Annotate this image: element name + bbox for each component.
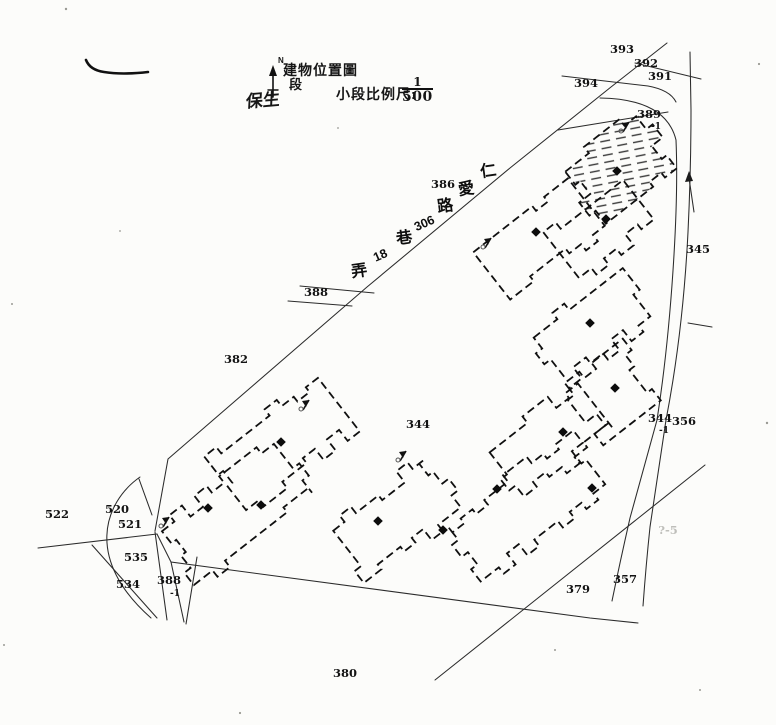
building-center-diamond-icon	[612, 166, 622, 176]
building-outline-10	[160, 442, 313, 587]
corner-check-stroke	[84, 58, 150, 75]
lot-389-line	[557, 111, 669, 131]
survey-flag-icon	[158, 516, 170, 529]
lot-534-divider	[91, 544, 158, 619]
parcel-label-389-4: 389	[637, 107, 661, 121]
parcel-label-391-2: 391	[648, 69, 672, 83]
sliver-west	[170, 561, 185, 623]
parcel-label-393-0: 393	[610, 42, 634, 56]
building-center-diamond-icon	[558, 427, 568, 437]
building-outline-7	[448, 429, 607, 583]
parcel-label-522-14: 522	[45, 507, 69, 521]
left-horizontal	[37, 533, 158, 549]
parcel-label-388-8: 388	[304, 285, 328, 299]
street-name-char-5: 18	[371, 246, 389, 264]
street-name-char-2: 路	[436, 195, 455, 216]
parcel-label-379-22: 379	[566, 582, 590, 596]
street-name-char-0: 仁	[479, 160, 498, 181]
parcel-label-535-17: 535	[124, 550, 148, 564]
scale-numerator: 1	[402, 76, 433, 90]
buildings-layer	[160, 115, 679, 587]
street-name-char-3: 306	[412, 213, 437, 234]
building-center-diamond-icon	[276, 437, 286, 447]
building-center-diamond-icon	[587, 483, 597, 493]
sliver-east	[185, 556, 198, 625]
building-center-diamond-icon	[531, 227, 541, 237]
building-center-diamond-icon	[373, 516, 383, 526]
scan-noise	[3, 7, 769, 715]
building-outline-2	[541, 178, 656, 280]
building-center-diamond-icon	[601, 214, 611, 224]
parcel-label-520-15: 520	[105, 502, 129, 516]
section-suffix: 段	[289, 77, 303, 92]
lot-345-tick	[687, 322, 713, 328]
building-outline-8	[331, 459, 463, 585]
scale-fraction: 1 500	[402, 76, 433, 105]
parcel-label-386-6: 386	[431, 177, 455, 191]
building-outline-1	[563, 115, 679, 225]
parcel-label-534-18: 534	[116, 577, 140, 591]
lot-388-line-a	[299, 285, 375, 294]
building-outline-4	[532, 266, 652, 383]
road-arrow-line	[688, 177, 695, 213]
parcel-label-345-7: 345	[686, 242, 710, 256]
building-center-diamond-icon	[203, 503, 213, 513]
parcel-label-356-13: 356	[672, 414, 696, 428]
street-name-char-1: 愛	[457, 178, 476, 199]
building-outline-5	[564, 337, 663, 447]
se-diagonal	[434, 464, 706, 681]
handwriting-layer	[84, 58, 279, 98]
building-outline-3	[471, 177, 607, 301]
lot-394-line	[561, 75, 677, 103]
road-east-edge	[642, 51, 692, 607]
building-outline-6	[488, 382, 614, 498]
curved-road-edge	[106, 476, 152, 619]
building-center-diamond-icon	[610, 383, 620, 393]
parcel-label--1-5: -1	[651, 122, 661, 132]
parcel-label-382-9: 382	[224, 352, 248, 366]
survey-flag-icon	[618, 121, 630, 134]
lot-388-line-b	[287, 300, 353, 307]
scale-label: 小段比例尺:	[336, 86, 417, 102]
parcel-label--1-12: -1	[659, 426, 669, 436]
parcel-label--5-24: ?-5	[658, 523, 678, 537]
building-outline-9	[202, 376, 362, 512]
survey-flag-icon	[480, 237, 492, 250]
kerb-line	[138, 478, 153, 516]
north-arrowhead	[269, 65, 277, 76]
parcel-label-394-3: 394	[574, 76, 598, 90]
parcel-label--1-20: -1	[170, 589, 180, 599]
main-road-line	[154, 42, 668, 532]
parcel-label-521-16: 521	[118, 517, 142, 531]
north-label: N	[278, 56, 284, 65]
survey-flag-icon	[395, 450, 407, 463]
survey-marks-layer	[158, 121, 630, 529]
boundary-lines-layer	[37, 42, 713, 681]
building-center-diamond-icon	[585, 318, 595, 328]
parcel-label-344-11: 344	[648, 411, 672, 425]
lot-535-east	[154, 531, 168, 621]
parcel-label-392-1: 392	[634, 56, 658, 70]
parcel-label-380-23: 380	[333, 666, 357, 680]
parcel-label-357-21: 357	[613, 572, 637, 586]
parcel-label-388-19: 388	[157, 573, 181, 587]
north-arrow: N	[264, 56, 294, 100]
survey-flag-icon	[298, 399, 310, 412]
road-arrowhead	[685, 171, 693, 182]
scale-denominator: 500	[402, 89, 433, 105]
street-name-char-4: 巷	[394, 227, 414, 248]
parcel-label-344-10: 344	[406, 417, 430, 431]
plan-title: 建物位置圖	[283, 62, 358, 78]
section-name-handwritten: 保生	[245, 89, 281, 112]
bottom-boundary	[156, 533, 639, 624]
street-name-char-6: 弄	[349, 261, 368, 281]
road-west-edge	[599, 97, 678, 602]
